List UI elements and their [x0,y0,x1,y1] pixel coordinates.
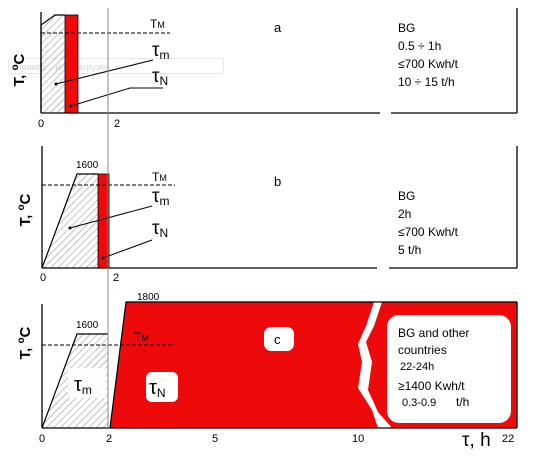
panel-a-y-label: T, oC [10,53,28,86]
svg-text:≤700 Kwh/t: ≤700 Kwh/t [398,57,459,71]
panel-c-melt-label: TM [134,330,149,344]
svg-text:BG: BG [398,189,415,203]
panel-b-letter: b [274,174,281,189]
panel-c-peak-label: 1600 [76,320,99,331]
panel-c-tick-22: 22 [502,433,514,445]
panel-a-tick-0: 0 [38,118,44,130]
panel-c-letter: c [274,332,281,347]
panel-a-tau-n-label: τN [152,66,168,88]
panel-c-info-box [387,315,511,423]
svg-text:22-24h: 22-24h [400,361,434,373]
panel-c-tick-2: 2 [106,433,112,445]
svg-text:≥1400 Kwh/t: ≥1400 Kwh/t [398,379,465,393]
panel-a-holding-bar [64,14,79,114]
panel-c-tick-0: 0 [39,433,45,445]
svg-text:2h: 2h [398,207,411,221]
panel-b-tick-0: 0 [40,272,46,284]
panel-b-info: BG 2h ≤700 Kwh/t 5 t/h [398,189,459,257]
svg-text:BG and other: BG and other [398,326,469,340]
panel-a-melt-label: TM [150,17,165,31]
panel-b-tau-n-label: τN [152,218,168,240]
panel-c-tau-n-box [146,372,178,402]
panel-b-peak-label: 1600 [76,160,99,171]
svg-text:10 ÷ 15 t/h: 10 ÷ 15 t/h [398,75,455,89]
panel-b-tau-m-label: τm [152,186,170,208]
panel-c-letter-box [264,327,294,351]
svg-text:0.5 ÷ 1h: 0.5 ÷ 1h [398,39,441,53]
panel-c-tick-5: 5 [212,433,218,445]
panel-a-tau-n-leader [70,87,131,107]
panel-a-tick-2: 2 [114,118,120,130]
svg-text:5 t/h: 5 t/h [398,243,421,257]
panel-c-peak2-label: 1800 [137,292,160,303]
panel-c-tau-m-label: τm [74,374,92,397]
panel-b-temperature-curve [41,173,98,269]
panel-a: T, oC TM τm τN a 0 2 BG 0.5 ÷ 1h ≤700 Kw… [10,8,518,130]
panel-c-y-label: T, oC [16,326,34,359]
panel-a-melting-area [41,15,65,113]
panel-a-info: BG 0.5 ÷ 1h ≤700 Kwh/t 10 ÷ 15 t/h [398,21,459,89]
panel-a-tau-m-leader [55,59,154,85]
panel-c-tau-m-box [68,368,106,398]
svg-text:t/h: t/h [456,395,469,409]
panel-b-y-label: T, oC [16,193,34,226]
panel-b-tau-n-leader [102,239,153,259]
panel-c: T, oC TM 1600 1800 τm τN c BG and other … [16,292,518,451]
panel-c-info: BG and other countries 22-24h ≥1400 Kwh/… [398,326,469,409]
panel-b-melting-area [42,174,98,268]
panel-c-holding-area [110,302,378,428]
panel-b-holding-bar [97,173,110,269]
panel-b-tau-m-leader [69,205,153,229]
panel-c-temperature-curve [41,333,108,429]
panel-c-tick-10: 10 [352,433,364,445]
panel-b-melt-label: TM [152,170,167,184]
svg-text:≤700 Kwh/t: ≤700 Kwh/t [398,225,459,239]
panel-b-tick-2: 2 [113,272,119,284]
panel-c-peak-line [109,301,517,429]
panel-c-axis-title: τ, h [462,430,491,451]
svg-text:0.3-0.9: 0.3-0.9 [402,397,436,409]
svg-text:BG: BG [398,21,415,35]
panel-a-letter: a [274,20,282,35]
panel-b: T, oC TM 1600 τm τN b 0 2 BG 2h ≤700 Kwh… [16,146,518,284]
svg-text:countries: countries [398,343,447,357]
panel-c-tau-n-label: τN [149,377,166,400]
panel-a-tau-m-label: τm [152,40,170,62]
